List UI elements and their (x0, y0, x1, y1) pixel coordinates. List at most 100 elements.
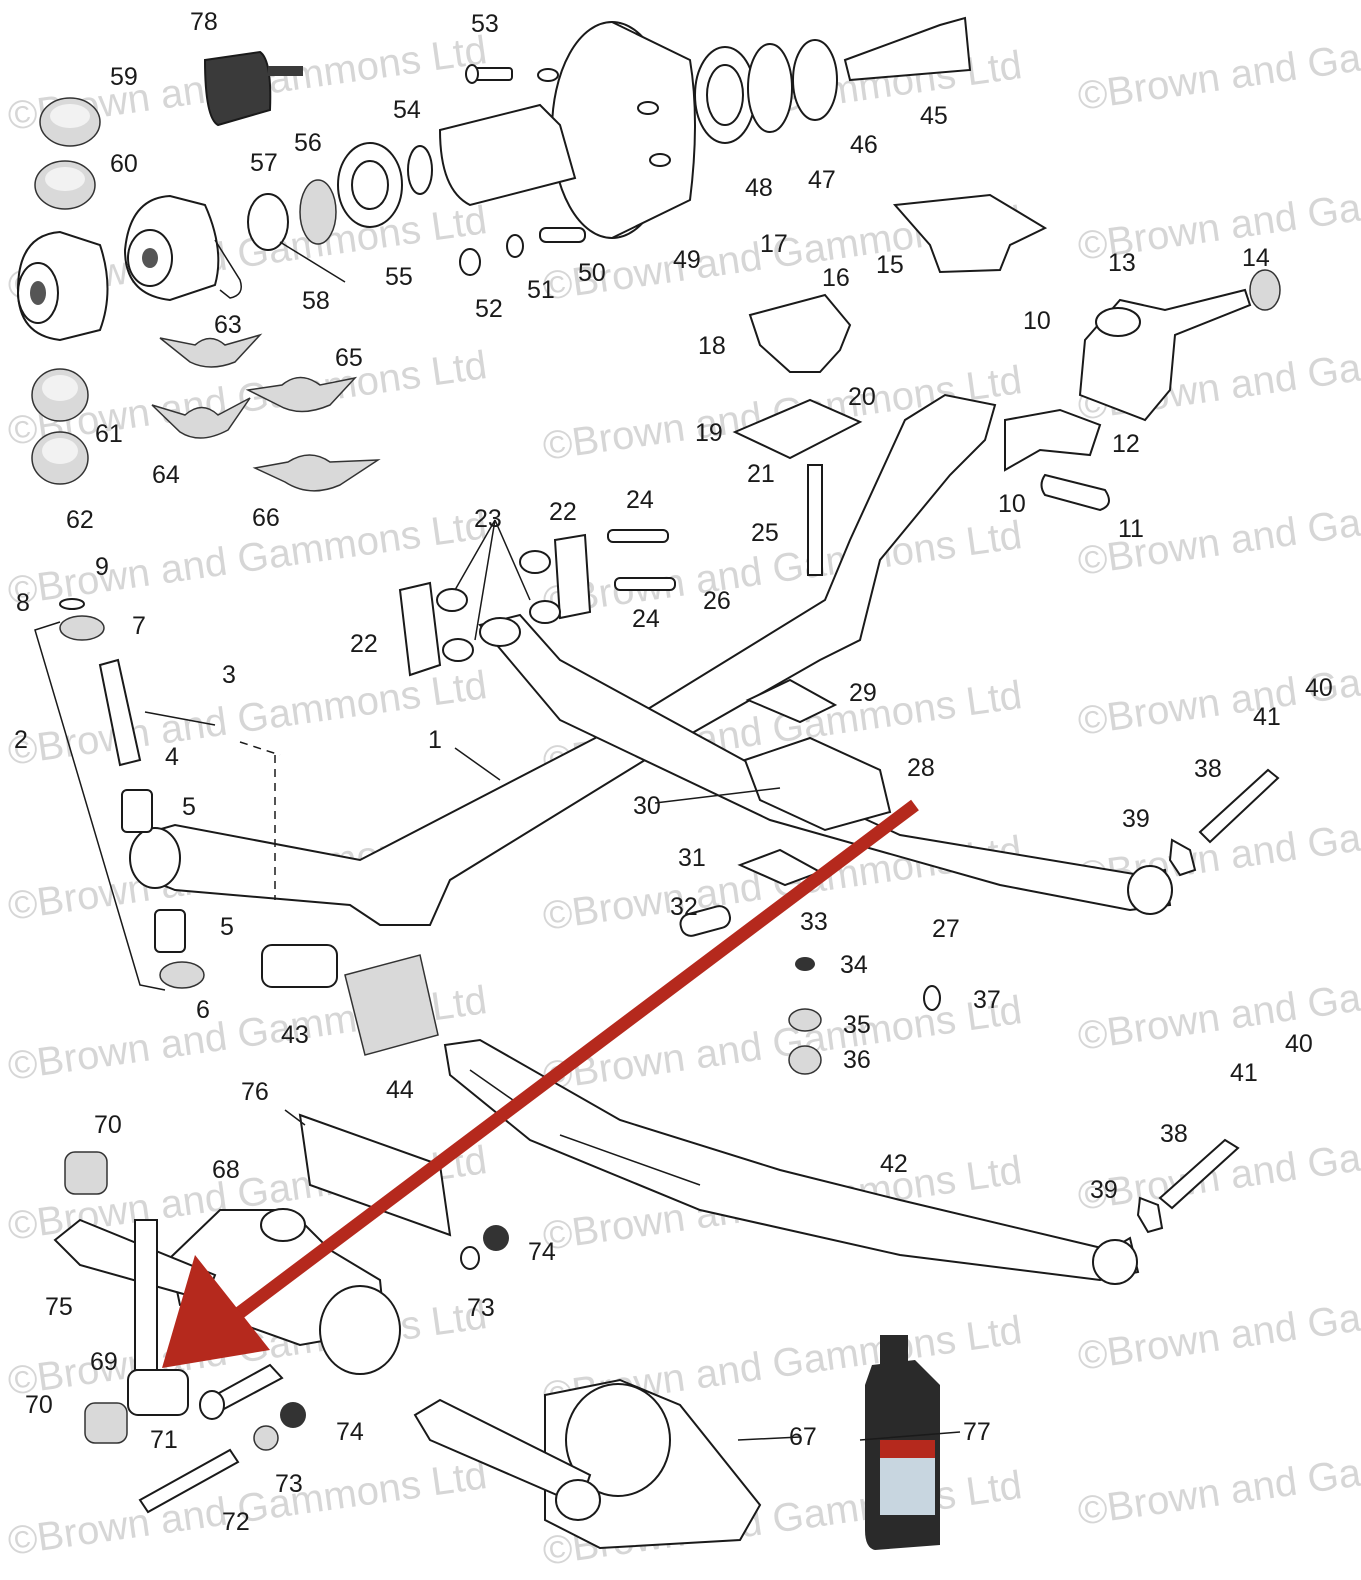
callout-label-44: 44 (386, 1076, 414, 1104)
callout-label-76: 76 (241, 1078, 269, 1106)
callout-label-67: 67 (789, 1423, 817, 1451)
bolt-71 (199, 1363, 284, 1420)
plate-76 (298, 1113, 452, 1237)
callout-label-77: 77 (963, 1418, 991, 1446)
callout-label-58: 58 (302, 287, 330, 315)
seal-46 (792, 39, 838, 121)
kingpin-4 (98, 658, 142, 767)
callout-label-40: 40 (1305, 674, 1333, 702)
callout-label-71: 71 (150, 1426, 178, 1454)
wheel-hub-large (16, 230, 109, 342)
callout-label-59: 59 (110, 63, 138, 91)
bush-5-upper (121, 789, 153, 833)
leader-lines (284, 519, 961, 1441)
callout-label-36: 36 (843, 1046, 871, 1074)
callout-label-33: 33 (800, 908, 828, 936)
bearing-48 (694, 46, 756, 144)
callout-label-40: 40 (1285, 1030, 1313, 1058)
bearing-55 (337, 142, 403, 228)
callout-label-70: 70 (94, 1111, 122, 1139)
highlight-arrow (162, 799, 919, 1368)
callout-label-14: 14 (1242, 244, 1270, 272)
callout-label-49: 49 (673, 246, 701, 274)
callout-label-74: 74 (336, 1418, 364, 1446)
callout-label-62: 62 (66, 506, 94, 534)
plate-19 (732, 398, 863, 460)
washer-7 (59, 615, 105, 641)
callout-label-13: 13 (1108, 249, 1136, 277)
washer-6 (159, 961, 205, 989)
wingnut-39-lower (1136, 1196, 1164, 1234)
watermark-text: ©Brown and Gammons Ltd (1075, 8, 1361, 119)
callout-label-26: 26 (703, 587, 731, 615)
callout-label-24: 24 (626, 486, 654, 514)
callout-label-7: 7 (132, 612, 146, 640)
callout-label-21: 21 (747, 460, 775, 488)
shackle-22-left (398, 581, 442, 677)
nut-34 (795, 957, 815, 971)
spinner-64 (151, 397, 251, 439)
seal-47 (747, 43, 793, 133)
axle-beam-1 (129, 393, 997, 926)
hub-tool (203, 50, 303, 127)
clip-37 (923, 985, 941, 1011)
callout-label-17: 17 (760, 230, 788, 258)
callout-label-20: 20 (848, 383, 876, 411)
callout-label-28: 28 (907, 754, 935, 782)
callout-label-18: 18 (698, 332, 726, 360)
link-11 (1040, 473, 1110, 512)
callout-label-43: 43 (281, 1021, 309, 1049)
callout-label-72: 72 (222, 1508, 250, 1536)
callout-label-73: 73 (467, 1294, 495, 1322)
callout-label-34: 34 (840, 951, 868, 979)
watermark-text: ©Brown and Gammons Ltd (1075, 948, 1361, 1059)
bush-74-lower (280, 1402, 306, 1428)
shock-absorber-67 (413, 1378, 762, 1550)
callout-label-65: 65 (335, 344, 363, 372)
callout-label-11: 11 (1118, 515, 1144, 543)
callout-label-8: 8 (16, 589, 30, 617)
callout-label-57: 57 (250, 149, 278, 177)
spinner-66 (252, 454, 381, 492)
bush-74-upper (483, 1225, 509, 1251)
steering-knuckle-13 (1078, 288, 1252, 422)
callout-label-39: 39 (1090, 1176, 1118, 1204)
bush-70-lower (84, 1402, 128, 1444)
bush-70-upper (64, 1151, 108, 1195)
spinner-63 (159, 333, 263, 368)
washer-52 (459, 248, 481, 276)
group-bracket-2 (34, 621, 166, 991)
leaf-spring-42 (443, 1038, 1140, 1285)
watermark-text: ©Brown and Gammons Ltd (1075, 1423, 1361, 1534)
callout-label-51: 51 (527, 276, 555, 304)
callout-label-12: 12 (1112, 430, 1140, 458)
callout-label-53: 53 (471, 10, 499, 38)
arrow-head (162, 1255, 270, 1368)
callout-label-41: 41 (1253, 703, 1281, 731)
callout-label-2: 2 (14, 726, 28, 754)
callout-label-5: 5 (182, 793, 196, 821)
part-drawings (16, 16, 1281, 1550)
shackle-22-right (553, 533, 592, 620)
bolt-53 (465, 64, 513, 84)
washer-73-lower (253, 1425, 279, 1451)
leaf-spring-27 (478, 613, 1173, 915)
callout-label-74: 74 (528, 1238, 556, 1266)
callout-label-9: 9 (95, 553, 109, 581)
callout-label-78: 78 (190, 8, 218, 36)
callout-label-63: 63 (214, 311, 242, 339)
callout-label-10: 10 (998, 490, 1026, 518)
callout-label-30: 30 (633, 792, 661, 820)
washer-8 (59, 598, 85, 610)
nut-35 (788, 1008, 822, 1032)
callout-label-42: 42 (880, 1150, 908, 1178)
watermark-text: ©Brown and Gammons Ltd (5, 663, 489, 774)
bump-stop-44 (344, 954, 439, 1056)
nipple-50 (539, 227, 586, 243)
callout-label-5: 5 (220, 913, 234, 941)
callout-label-38: 38 (1194, 755, 1222, 783)
wheel-hub-small (123, 194, 242, 302)
